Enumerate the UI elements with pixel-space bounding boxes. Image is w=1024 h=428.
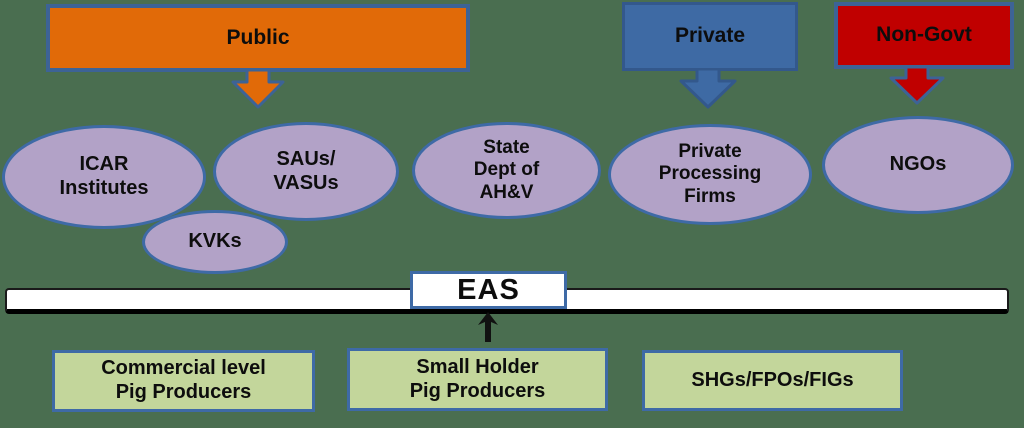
private-sector-label: Private (674, 24, 746, 48)
eas-label: EAS (457, 273, 520, 306)
non-govt-sector-box: Non-Govt (834, 2, 1014, 69)
state-dept-label: State Dept of AH&V (473, 136, 540, 203)
ngos-ellipse: NGOs (822, 116, 1014, 214)
private-processing-firms-label: Private Processing Firms (658, 140, 762, 207)
saus-vasus-ellipse: SAUs/ VASUs (213, 122, 399, 221)
public-down-arrow-icon (231, 69, 285, 109)
icar-institutes-ellipse: ICAR Institutes (2, 125, 206, 229)
small-holder-pig-producers-label: Small Holder Pig Producers (409, 355, 546, 402)
private-sector-box: Private (622, 2, 798, 71)
icar-institutes-label: ICAR Institutes (59, 153, 149, 199)
public-sector-label: Public (226, 25, 290, 49)
eas-label-box: EAS (410, 271, 567, 309)
eas-up-arrow-connector-icon (478, 312, 498, 342)
kvks-ellipse: KVKs (142, 210, 288, 274)
commercial-pig-producers-label: Commercial level Pig Producers (101, 357, 266, 403)
small-holder-pig-producers-box: Small Holder Pig Producers (347, 348, 608, 411)
commercial-pig-producers-box: Commercial level Pig Producers (52, 350, 315, 412)
non-govt-down-arrow-icon (889, 66, 945, 105)
shgs-fpos-figs-label: SHGs/FPOs/FIGs (691, 368, 854, 391)
public-sector-box: Public (46, 4, 470, 72)
private-processing-firms-ellipse: Private Processing Firms (608, 124, 812, 225)
ngos-label: NGOs (889, 153, 947, 176)
non-govt-sector-label: Non-Govt (876, 23, 972, 47)
kvks-label: KVKs (188, 230, 242, 253)
state-dept-ellipse: State Dept of AH&V (412, 122, 601, 219)
shgs-fpos-figs-box: SHGs/FPOs/FIGs (642, 350, 903, 411)
private-down-arrow-icon (679, 68, 737, 109)
saus-vasus-label: SAUs/ VASUs (273, 147, 339, 194)
